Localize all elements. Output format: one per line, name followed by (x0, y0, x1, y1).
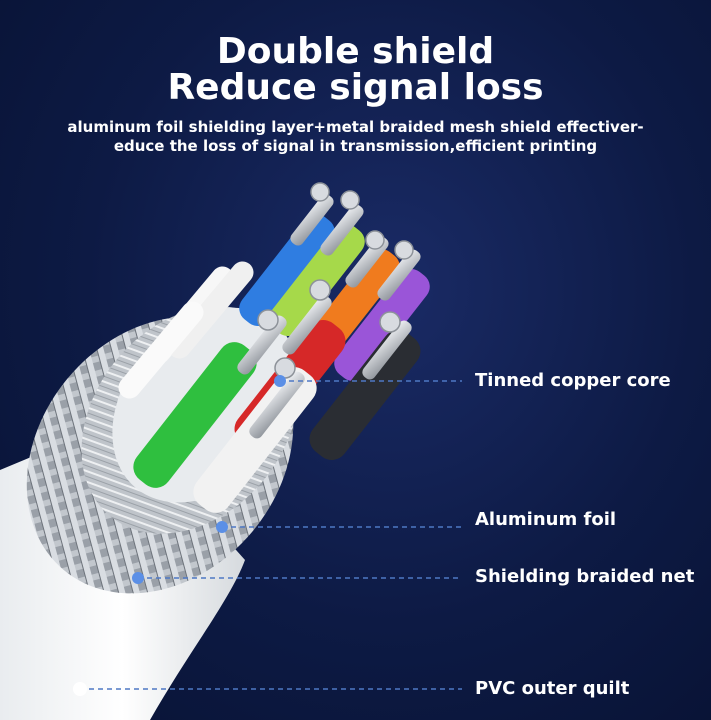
copper-cores (237, 182, 421, 439)
dot-copper (274, 375, 286, 387)
callout-leaders (80, 380, 462, 690)
wire-black (309, 330, 421, 460)
wire-green (133, 342, 257, 488)
label-pvc-outer-quilt: PVC outer quilt (475, 678, 630, 699)
label-shielding-braided-net: Shielding braided net (475, 566, 695, 587)
subtitle-line-1: aluminum foil shielding layer+metal brai… (67, 118, 644, 136)
dot-foil (216, 521, 228, 533)
subtitle-line-2: educe the loss of signal in transmission… (113, 137, 598, 155)
dot-braid (132, 572, 144, 584)
label-aluminum-foil: Aluminum foil (475, 509, 617, 530)
subtitle: aluminum foil shielding layer+metal brai… (40, 118, 671, 156)
title-line-2: Reduce signal loss (167, 67, 544, 108)
dot-pvc (73, 682, 87, 696)
title-line-1: Double shield (216, 31, 495, 72)
wire-blue (239, 213, 335, 327)
callout-dots (73, 375, 286, 696)
label-tinned-copper-core: Tinned copper core (475, 370, 671, 391)
